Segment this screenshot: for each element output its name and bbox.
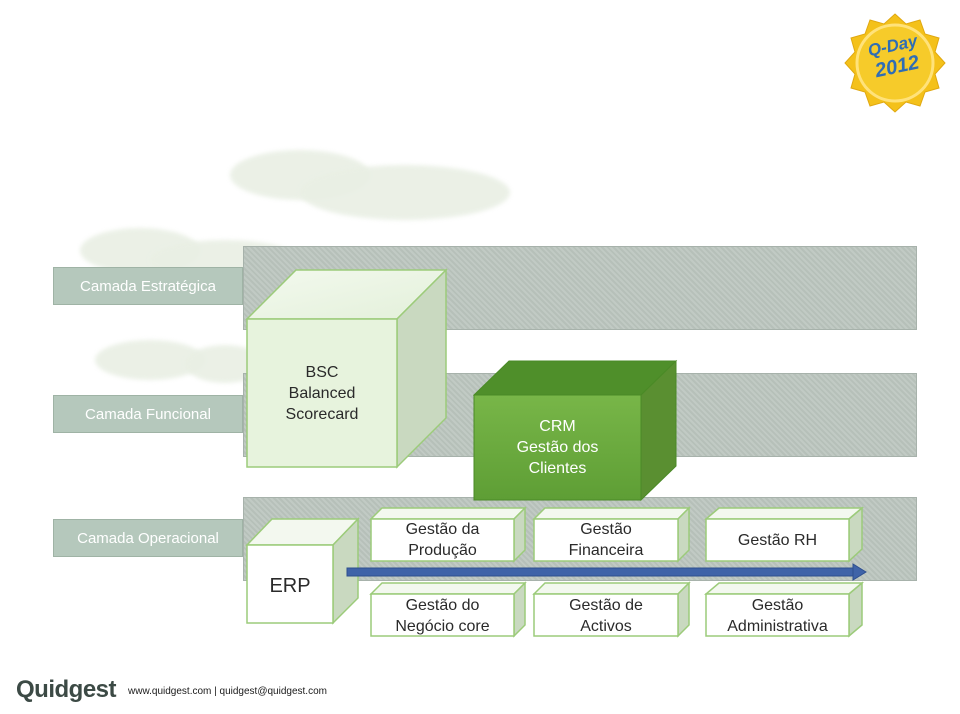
erp-label: ERP bbox=[269, 574, 311, 597]
negocio-line-2: Negócio core bbox=[395, 618, 490, 635]
activos-label: Gestão de Activos bbox=[534, 594, 678, 638]
integration-arrow bbox=[346, 563, 867, 581]
administrativa-line-2: Administrativa bbox=[727, 618, 828, 635]
financeira-line-2: Financeira bbox=[568, 542, 644, 559]
rh-box bbox=[703, 506, 865, 563]
crm-cube bbox=[472, 359, 678, 502]
bsc-cube bbox=[245, 268, 448, 469]
producao-label: Gestão da Produção bbox=[371, 519, 514, 561]
crm-label: CRM Gestão dos Clientes bbox=[474, 414, 641, 480]
crm-line-1: CRM bbox=[539, 417, 576, 435]
erp-cube bbox=[245, 517, 360, 625]
activos-line-2: Activos bbox=[580, 618, 632, 635]
activos-box bbox=[532, 581, 691, 638]
quidgest-logo: Quidgest bbox=[16, 676, 117, 703]
bsc-label: BSC Balanced Scorecard bbox=[247, 360, 397, 426]
bsc-line-3: Scorecard bbox=[285, 405, 359, 423]
cloud-decoration bbox=[300, 165, 510, 220]
qday-badge-icon bbox=[844, 13, 946, 113]
bsc-line-2: Balanced bbox=[288, 384, 356, 402]
negocio-label: Gestão do Negócio core bbox=[371, 594, 514, 638]
functional-layer-label: Camada Funcional bbox=[53, 395, 243, 433]
financeira-label: Gestão Financeira bbox=[534, 519, 678, 561]
negocio-box bbox=[369, 581, 527, 638]
financeira-box bbox=[532, 506, 691, 563]
footer-contact: www.quidgest.com | quidgest@quidgest.com bbox=[128, 686, 327, 697]
administrativa-line-1: Gestão bbox=[751, 597, 804, 614]
activos-line-1: Gestão de bbox=[569, 597, 643, 614]
negocio-line-1: Gestão do bbox=[405, 597, 480, 614]
bsc-line-1: BSC bbox=[305, 363, 339, 381]
administrativa-label: Gestão Administrativa bbox=[706, 594, 849, 638]
financeira-line-1: Gestão bbox=[580, 521, 632, 538]
operational-layer-label: Camada Operacional bbox=[53, 519, 243, 557]
producao-line-1: Gestão da bbox=[405, 521, 480, 538]
administrativa-box bbox=[703, 581, 865, 638]
crm-line-3: Clientes bbox=[528, 459, 587, 477]
producao-line-2: Produção bbox=[408, 542, 477, 559]
crm-line-2: Gestão dos bbox=[516, 438, 599, 456]
rh-label: Gestão RH bbox=[737, 531, 818, 549]
strategic-layer-label: Camada Estratégica bbox=[53, 267, 243, 305]
producao-box bbox=[369, 506, 527, 563]
